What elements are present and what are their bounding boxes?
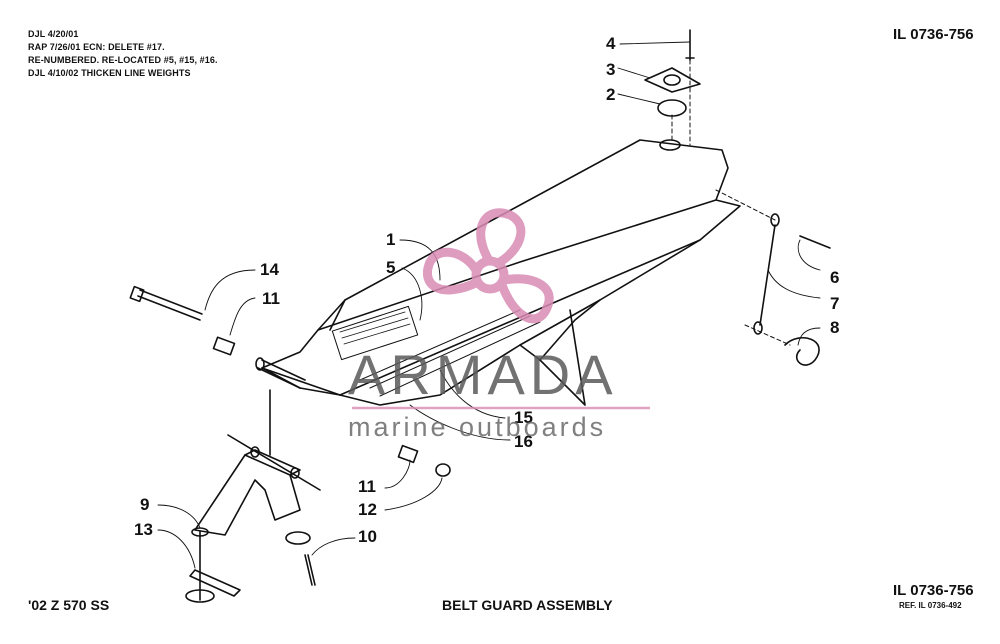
- decal-5: [331, 305, 419, 361]
- watermark-brand: ARMADA: [348, 343, 618, 406]
- fastener-10: [304, 554, 316, 586]
- pin-6: [799, 235, 831, 249]
- callout-14[interactable]: 14: [260, 260, 279, 279]
- propeller-logo-icon: [423, 208, 554, 324]
- callout-5[interactable]: 5: [386, 258, 396, 277]
- reference-id: REF. IL 0736-492: [899, 601, 962, 610]
- spacer-11-left: [212, 336, 236, 356]
- mounting-tube: [257, 359, 306, 389]
- callout-3[interactable]: 3: [606, 60, 616, 79]
- diagram-title: BELT GUARD ASSEMBLY: [442, 597, 613, 613]
- pin-4: [685, 29, 695, 61]
- grommet-2: [657, 99, 687, 117]
- callout-10[interactable]: 10: [358, 527, 377, 546]
- revision-note: DJL 4/20/01: [28, 29, 79, 39]
- callout-8[interactable]: 8: [830, 318, 840, 337]
- spacer-11-right: [397, 444, 419, 464]
- illustration-id-bottom: IL 0736-756: [893, 582, 974, 599]
- belt-guard-body: [261, 139, 741, 406]
- illustration-id-top: IL 0736-756: [893, 26, 974, 43]
- callout-11-right[interactable]: 11: [358, 477, 376, 496]
- watermark-tagline: marine outboards: [348, 412, 607, 442]
- plate-3: [644, 67, 701, 93]
- callout-1[interactable]: 1: [386, 230, 396, 249]
- revision-notes: DJL 4/20/01 RAP 7/26/01 ECN: DELETE #17.…: [28, 28, 218, 80]
- callout-13[interactable]: 13: [134, 520, 153, 539]
- bolt-14: [137, 289, 203, 321]
- callout-9[interactable]: 9: [140, 495, 150, 514]
- callout-4[interactable]: 4: [606, 34, 616, 53]
- clip-8: [784, 336, 820, 366]
- callout-12[interactable]: 12: [358, 500, 377, 519]
- plate-13: [189, 569, 241, 597]
- callout-6[interactable]: 6: [830, 268, 840, 287]
- revision-note: RE-NUMBERED. RE-LOCATED #5, #15, #16.: [28, 55, 218, 65]
- bracket-9: [194, 454, 301, 536]
- callout-11-left[interactable]: 11: [262, 289, 280, 308]
- model-label: '02 Z 570 SS: [28, 597, 110, 613]
- callout-15[interactable]: 15: [514, 408, 533, 427]
- nut-12: [435, 463, 451, 477]
- callout-16[interactable]: 16: [514, 432, 533, 451]
- revision-note: RAP 7/26/01 ECN: DELETE #17.: [28, 42, 165, 52]
- cable-7: [759, 224, 776, 326]
- callout-7[interactable]: 7: [830, 294, 840, 313]
- callout-2[interactable]: 2: [606, 85, 616, 104]
- revision-note: DJL 4/10/02 THICKEN LINE WEIGHTS: [28, 68, 191, 78]
